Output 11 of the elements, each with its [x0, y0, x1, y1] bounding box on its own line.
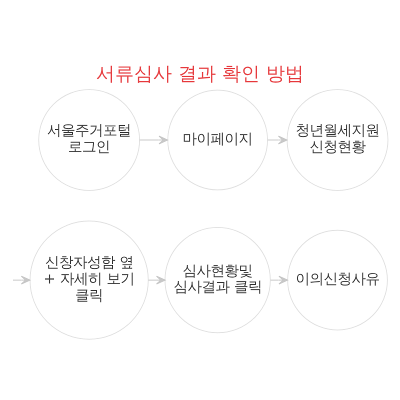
arrow: [139, 136, 168, 144]
node-circle: 마이페이지: [167, 90, 268, 190]
node-circle: 신창자성함 옆 + 자세히 보기 클릭: [30, 220, 149, 340]
arrow: [270, 276, 288, 284]
arrow: [148, 276, 166, 284]
node-circle: 심사현황및 심사결과 클릭: [164, 226, 271, 334]
node-circle: 청년월세지원 신청현황: [286, 89, 388, 191]
diagram-title: 서류심사 결과 확인 방법: [96, 62, 304, 86]
node-circle: 이의신청사유: [287, 230, 388, 330]
node-circle: 서울주거포털 로그인: [38, 89, 140, 191]
arrow: [267, 136, 288, 144]
